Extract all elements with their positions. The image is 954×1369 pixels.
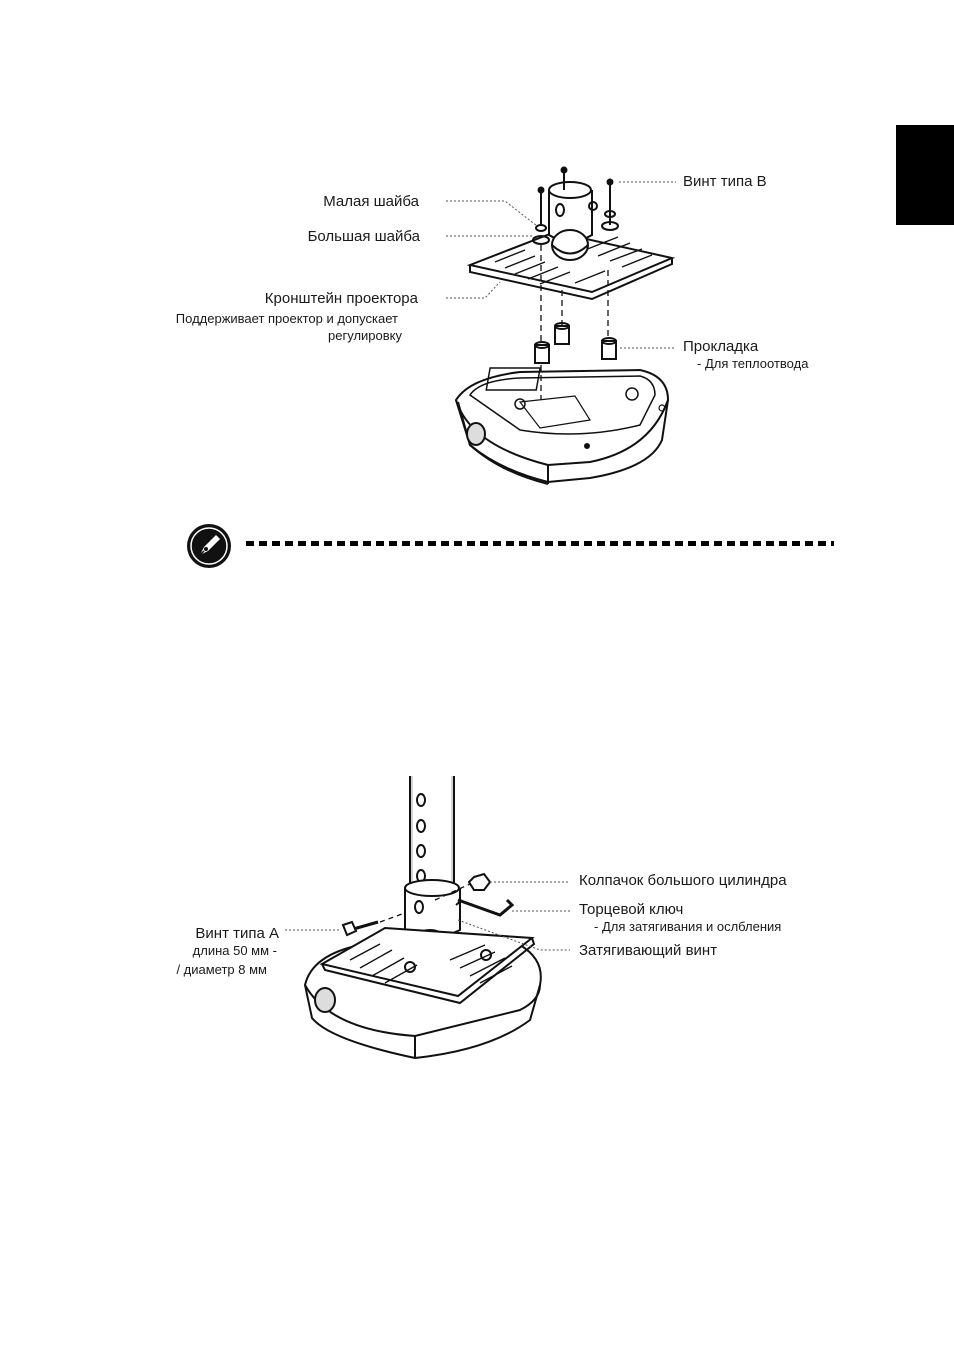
label-tightening-screw: Затягивающий винт <box>579 942 717 959</box>
label-hex-key: Торцевой ключ <box>579 901 683 918</box>
label-cylinder-cap: Колпачок большого цилиндра <box>579 872 787 889</box>
label-screw-a-diameter: / диаметр 8 мм <box>176 962 267 977</box>
label-screw-a: Винт типа A <box>195 925 279 942</box>
label-hex-key-desc: - Для затягивания и ослбления <box>594 919 781 934</box>
label-screw-a-length: длина 50 мм - <box>193 943 277 958</box>
